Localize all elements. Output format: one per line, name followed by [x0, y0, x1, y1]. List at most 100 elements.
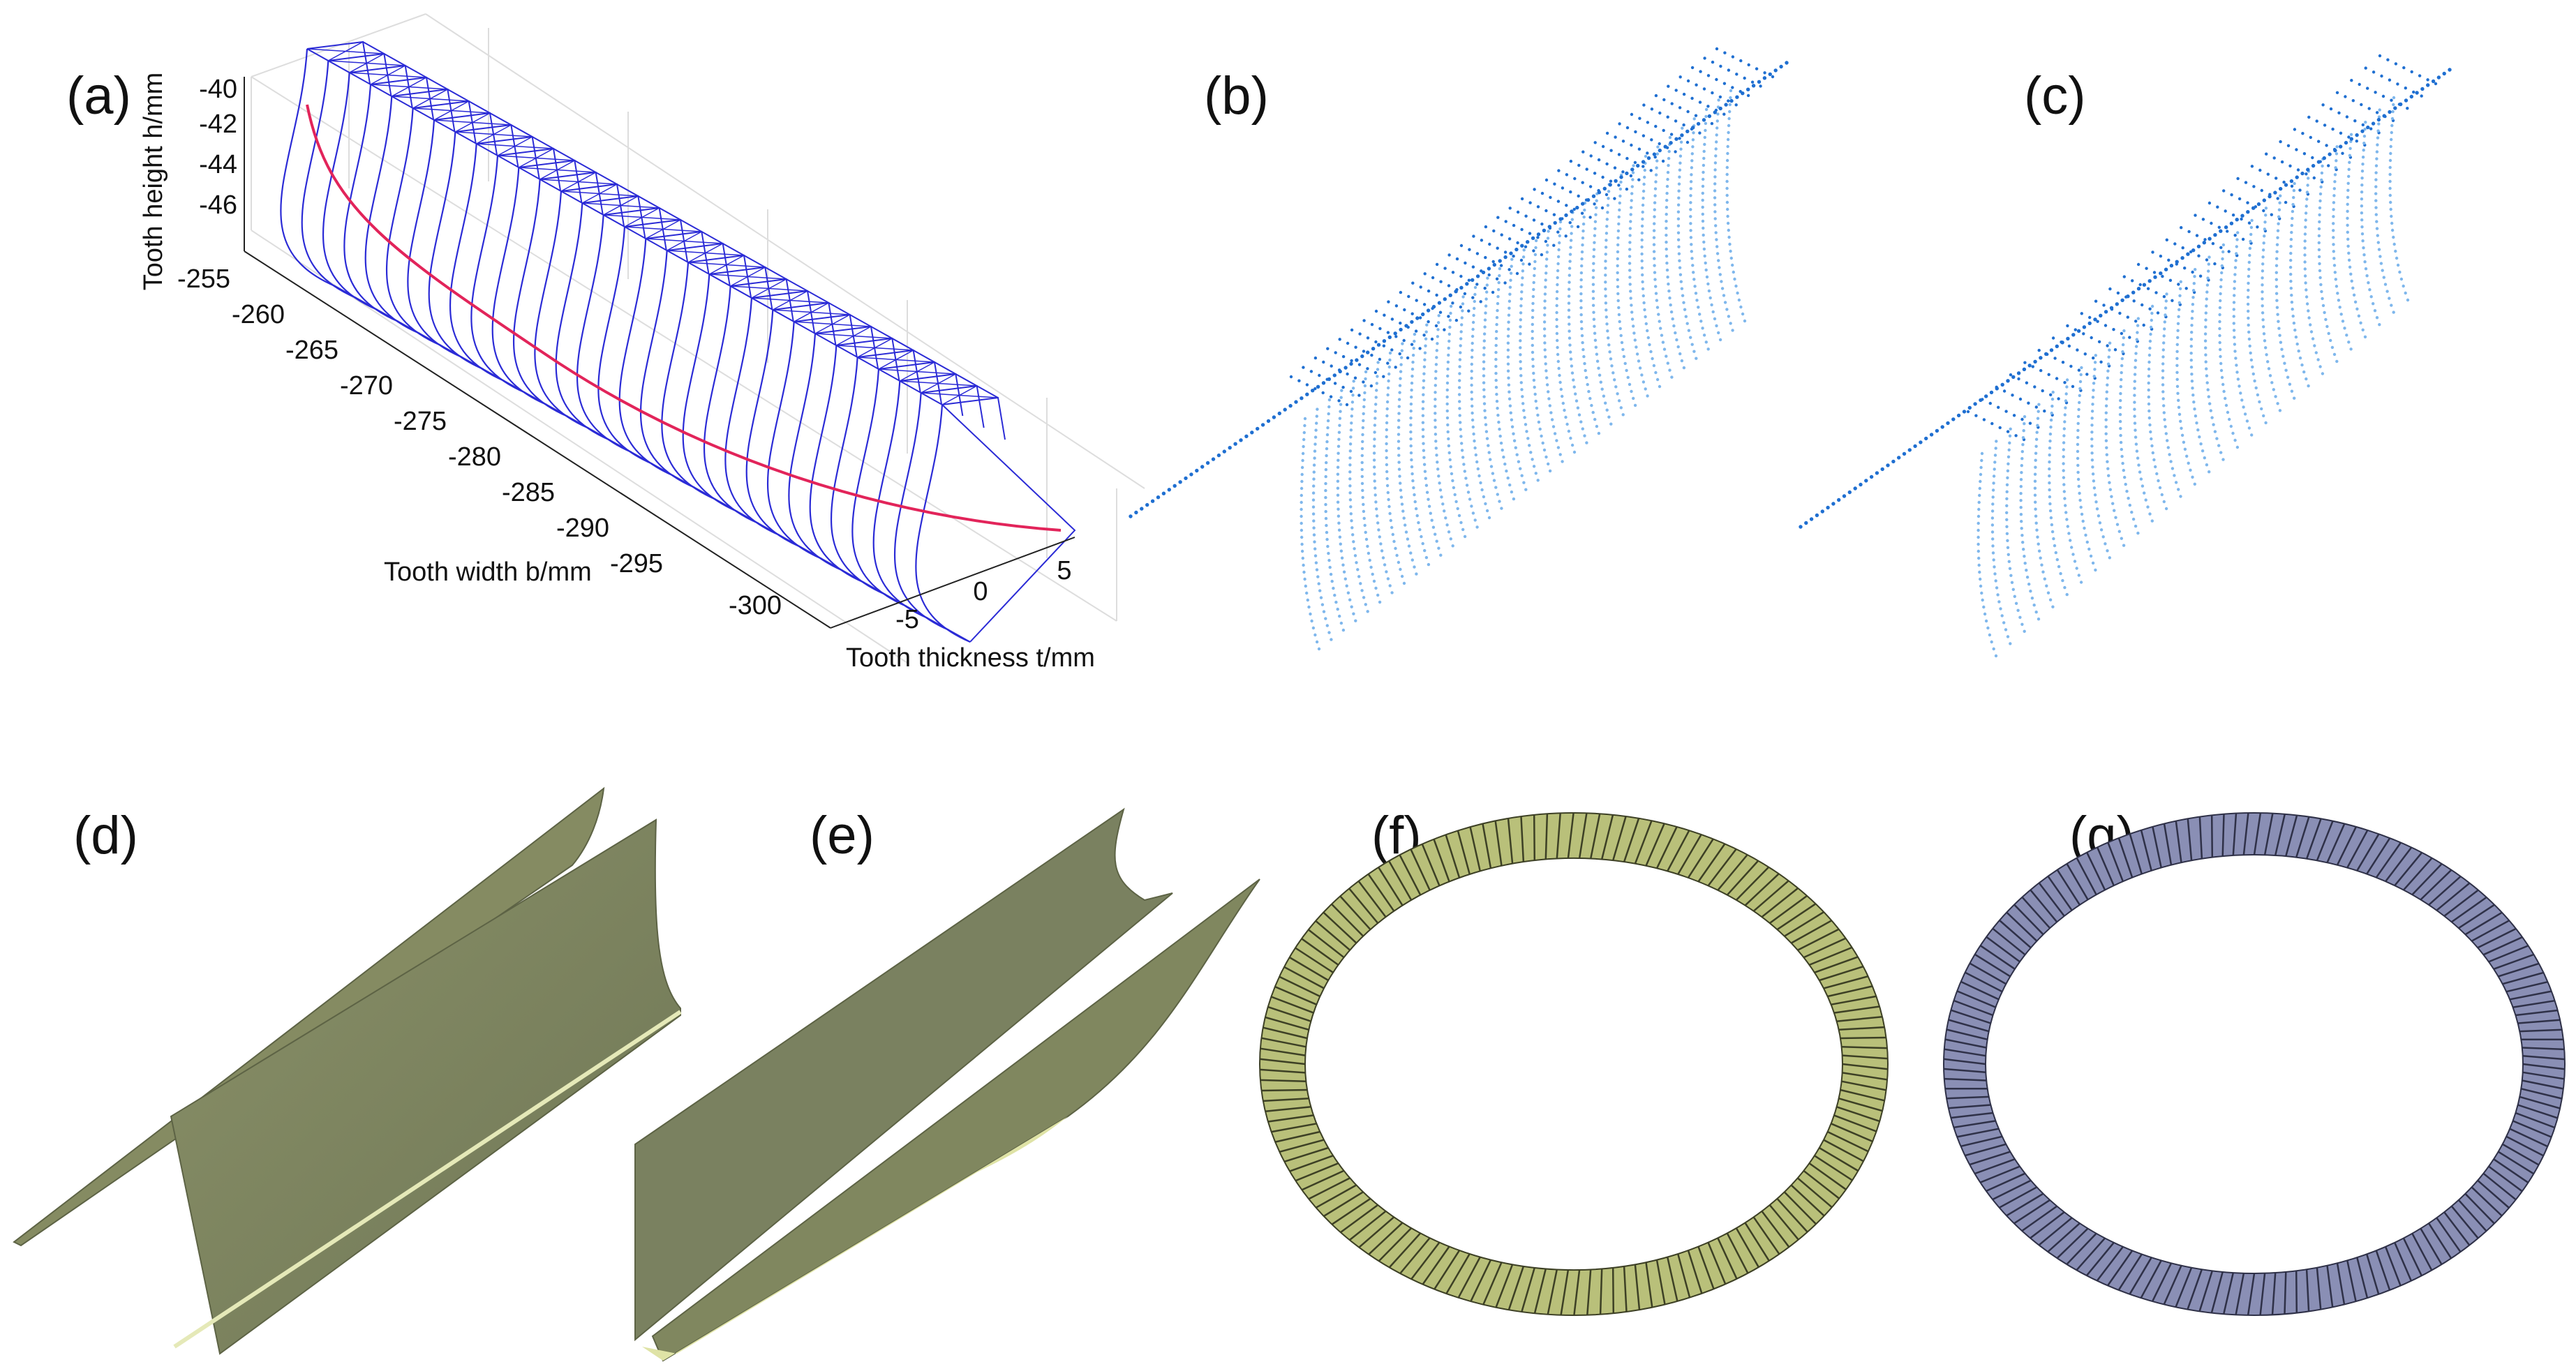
point — [1484, 416, 1487, 419]
point — [1809, 517, 1814, 521]
point — [1445, 416, 1450, 420]
point — [1621, 413, 1625, 417]
point — [1487, 516, 1491, 520]
gear-tooth — [2021, 896, 2051, 929]
point — [2137, 463, 2141, 467]
point — [2041, 570, 2045, 574]
point — [1304, 584, 1307, 588]
point — [1460, 316, 1464, 320]
point — [2232, 308, 2235, 311]
point — [2332, 257, 2336, 260]
point — [1400, 502, 1404, 506]
point — [1338, 535, 1342, 539]
point — [1707, 289, 1711, 293]
point — [2233, 266, 2238, 269]
point — [1484, 311, 1487, 315]
point — [1565, 173, 1569, 177]
point — [1715, 324, 1718, 328]
point — [1697, 306, 1700, 309]
point — [1655, 166, 1658, 170]
wire-rib — [428, 131, 484, 371]
point — [1434, 391, 1437, 394]
gear-tooth — [2506, 980, 2548, 993]
point — [2077, 368, 2081, 372]
point — [1569, 436, 1572, 440]
gear-tooth — [1687, 838, 1714, 878]
point — [2325, 324, 2329, 329]
point — [2213, 430, 2217, 433]
point — [1591, 269, 1595, 272]
point — [1487, 451, 1491, 454]
point — [1317, 582, 1320, 585]
point — [1313, 442, 1317, 446]
point — [2090, 431, 2094, 434]
point — [1471, 511, 1475, 515]
point — [2396, 263, 2400, 267]
point — [2201, 449, 2205, 453]
point — [1414, 329, 1418, 333]
point — [2260, 407, 2263, 411]
point — [1446, 374, 1450, 378]
point — [1315, 568, 1319, 571]
point — [2324, 317, 2328, 322]
point — [2318, 206, 2322, 210]
point — [1976, 542, 1980, 546]
point — [2109, 306, 2114, 310]
point — [1646, 336, 1650, 340]
point — [2291, 202, 2295, 207]
point — [2097, 340, 2101, 343]
point — [1537, 420, 1541, 424]
gear-tooth — [1520, 816, 1525, 862]
point — [1341, 385, 1345, 389]
point — [1677, 182, 1681, 186]
panel-b-point-cloud — [1129, 47, 1789, 651]
point — [1348, 442, 1353, 446]
point — [1484, 225, 1488, 229]
point — [1691, 126, 1695, 130]
gear-tooth — [1378, 867, 1404, 906]
point — [1658, 111, 1662, 115]
point — [1586, 197, 1591, 202]
point — [1613, 166, 1617, 170]
point — [1534, 472, 1538, 475]
point — [1702, 170, 1705, 174]
point — [2261, 248, 2265, 252]
gear-tooth — [2471, 920, 2510, 942]
point — [1444, 516, 1447, 520]
gear-tooth — [1399, 1237, 1431, 1274]
point — [1660, 334, 1664, 337]
wire-rib — [851, 368, 907, 608]
point — [1538, 427, 1542, 431]
point — [2374, 206, 2378, 209]
point — [1698, 100, 1702, 104]
point — [1409, 409, 1413, 413]
point — [2135, 338, 2138, 341]
point — [1607, 343, 1611, 347]
gear-tooth — [2502, 1143, 2540, 1166]
point — [2036, 424, 2039, 427]
point — [2175, 357, 2179, 360]
point — [2080, 366, 2083, 370]
point — [1713, 210, 1717, 214]
point — [2226, 410, 2230, 414]
point — [2375, 150, 2379, 154]
point — [1628, 248, 1632, 251]
point — [1713, 217, 1717, 220]
point — [1521, 276, 1524, 280]
point — [2248, 344, 2251, 348]
panel-e-tooth-surface — [634, 807, 1260, 1362]
point — [2161, 274, 2164, 278]
gear-tooth — [1368, 1222, 1404, 1255]
point — [2346, 237, 2350, 241]
point — [1379, 542, 1383, 546]
point — [2327, 164, 2330, 167]
point — [1977, 507, 1981, 511]
point — [1580, 327, 1584, 331]
point — [1362, 398, 1366, 402]
point — [1886, 463, 1890, 467]
point — [1324, 467, 1328, 472]
point — [2161, 369, 2165, 373]
point — [2261, 304, 2264, 308]
point — [1543, 299, 1547, 303]
point — [1600, 206, 1605, 210]
